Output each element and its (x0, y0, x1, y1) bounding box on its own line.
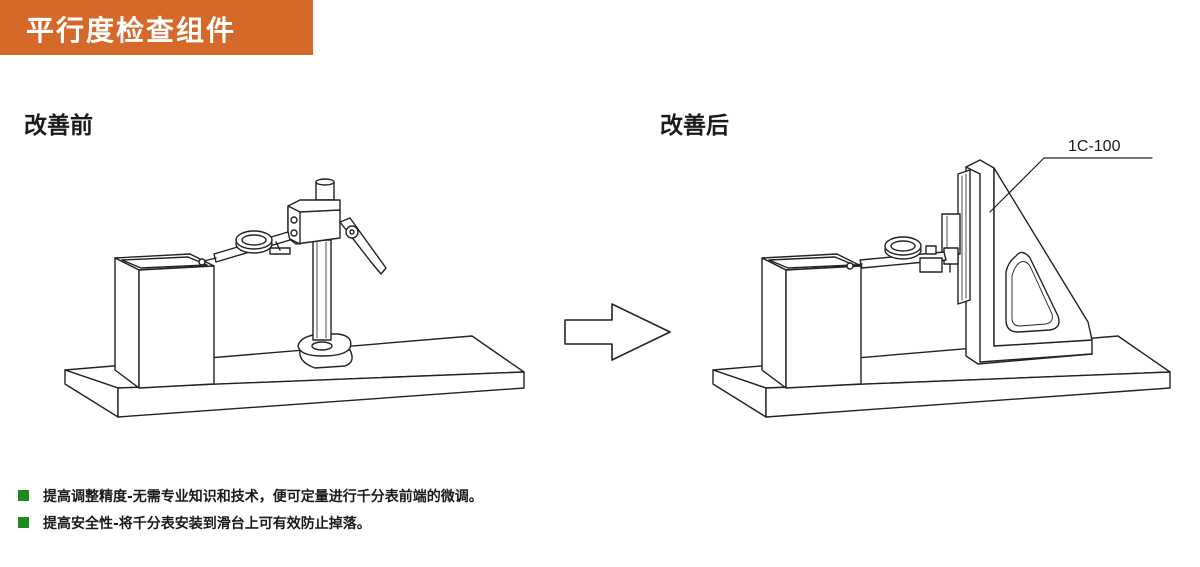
title-banner: 平行度检查组件 (0, 0, 313, 55)
indicator-arm-after (846, 245, 947, 273)
before-label: 改善前 (24, 113, 93, 139)
slide-carriage (941, 213, 961, 273)
before-setup (64, 178, 525, 418)
page-title: 平行度检查组件 (26, 14, 237, 47)
feature-list: 提高调整精度-无需专业知识和技术，便可定量进行千分表前端的微调。 提高安全性-将… (18, 482, 483, 536)
workpiece-box-after (761, 253, 862, 389)
feature-text: 提高调整精度-无需专业知识和技术，便可定量进行千分表前端的微调。 (43, 488, 483, 505)
after-label: 改善后 (660, 113, 729, 139)
workpiece-box-before (114, 253, 215, 389)
part-leader-line (989, 157, 1153, 213)
green-square-bullet-icon (18, 490, 29, 501)
part-number-label: 1C-100 (1068, 138, 1121, 155)
clamp-block (287, 199, 341, 245)
dial-indicator-after (884, 236, 922, 260)
magnetic-foot (297, 333, 353, 369)
feature-text: 提高安全性-将千分表安装到滑台上可有效防止掉落。 (43, 515, 371, 532)
stand-column (312, 178, 335, 341)
list-item: 提高安全性-将千分表安装到滑台上可有效防止掉落。 (18, 509, 483, 536)
list-item: 提高调整精度-无需专业知识和技术，便可定量进行千分表前端的微调。 (18, 482, 483, 509)
clamp-lever (339, 217, 387, 275)
green-square-bullet-icon (18, 517, 29, 528)
angle-bracket-stand (965, 159, 1093, 365)
after-setup (712, 157, 1171, 418)
dial-indicator-before (235, 230, 273, 254)
transition-arrow (564, 303, 671, 361)
